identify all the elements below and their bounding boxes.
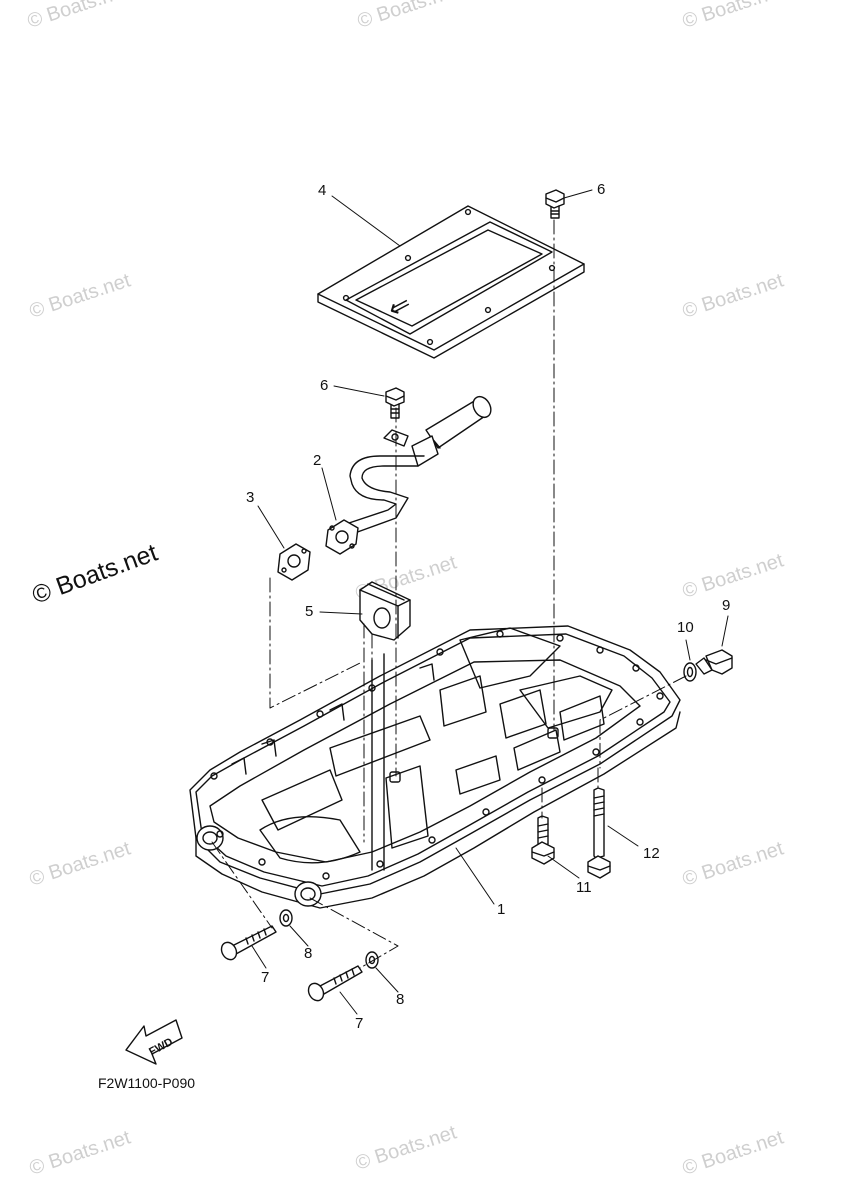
callout-bolt-bottom-left: 11 [576, 879, 592, 896]
callout-washer-upper: 8 [304, 945, 312, 962]
washer-lower [365, 951, 379, 969]
drain-gasket [683, 662, 697, 682]
callout-oil-pan: 1 [497, 901, 505, 918]
oil-pan [189, 625, 681, 909]
callout-bolt-bottom-right: 12 [643, 845, 660, 862]
watermark: © Boats.net [355, 0, 462, 33]
watermark: © Boats.net [27, 837, 134, 890]
callout-bolt-front-upper: 7 [261, 969, 269, 986]
bolt-bottom-left [531, 815, 555, 865]
watermark-large: © Boats.net [28, 539, 161, 610]
watermark: © Boats.net [680, 0, 787, 33]
watermark: © Boats.net [25, 0, 132, 33]
watermark: © Boats.net [680, 837, 787, 890]
alignment-lines [211, 219, 687, 969]
strainer-pipe [325, 395, 492, 555]
callout-damper: 5 [305, 603, 313, 620]
fwd-arrow-icon: FWD [125, 1019, 183, 1065]
leader-lines [251, 189, 729, 1015]
callout-drain-gasket: 10 [677, 619, 694, 636]
callout-gasket: 3 [246, 489, 254, 506]
drain-plug [695, 649, 733, 675]
callout-drain-plug: 9 [722, 597, 730, 614]
watermark: © Boats.net [353, 1121, 460, 1174]
bolt-cover [545, 189, 565, 219]
bolt-front-upper [220, 925, 277, 961]
callouts: 1 2 3 4 5 6 6 7 7 8 8 9 10 11 12 [246, 181, 730, 1032]
washer-upper [279, 909, 293, 927]
watermark: © Boats.net [27, 1126, 134, 1179]
callout-bolt-pipe: 6 [320, 377, 328, 394]
callout-bolt-front-lower: 7 [355, 1015, 363, 1032]
callout-strainer-pipe: 2 [313, 452, 321, 469]
watermark: © Boats.net [680, 549, 787, 602]
damper [359, 581, 411, 641]
bolt-front-lower [307, 965, 363, 1002]
watermark: © Boats.net [680, 269, 787, 322]
watermark-group: © Boats.net © Boats.net © Boats.net © Bo… [25, 0, 787, 1180]
callout-cover: 4 [318, 182, 326, 199]
diagram-code: F2W1100-P090 [98, 1075, 195, 1091]
callout-washer-lower: 8 [396, 991, 404, 1008]
watermark: © Boats.net [27, 269, 134, 322]
bolt-pipe [385, 387, 405, 419]
watermark: © Boats.net [680, 1126, 787, 1179]
cover-plate: ⇐ [317, 205, 585, 359]
bolt-bottom-right [587, 787, 611, 879]
callout-bolt-cover: 6 [597, 181, 605, 198]
gasket [277, 543, 311, 581]
